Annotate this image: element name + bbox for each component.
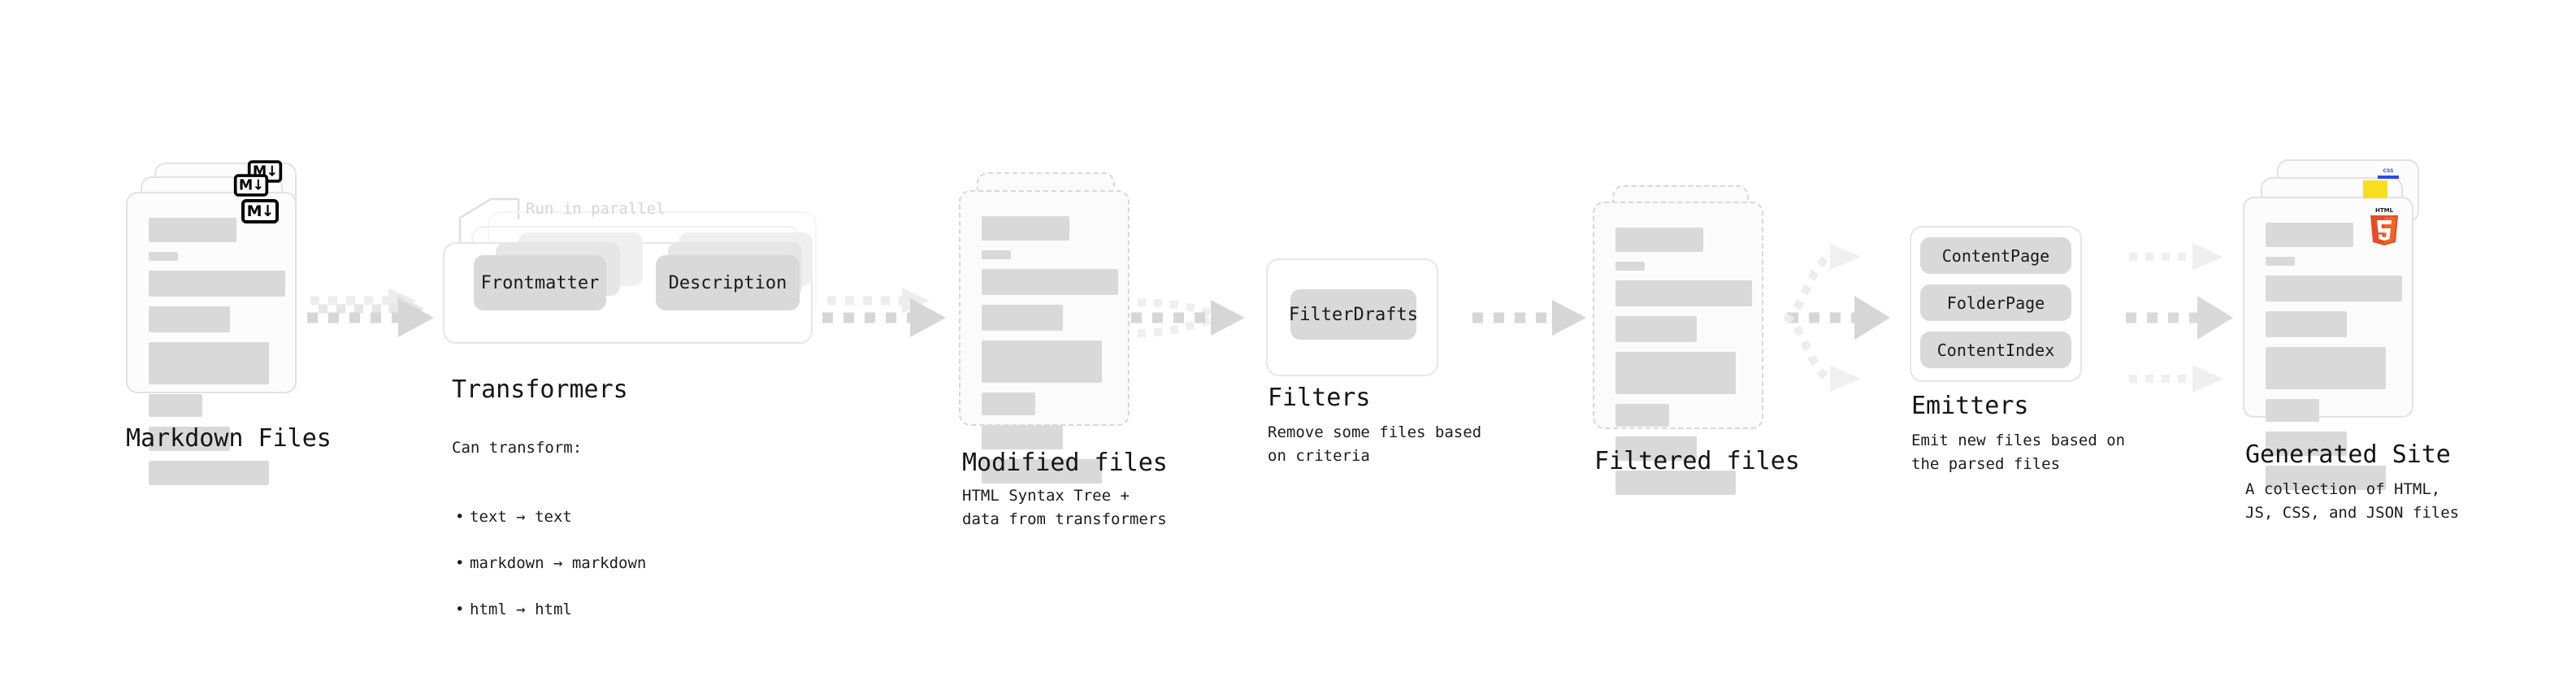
js-icon [2363, 180, 2387, 198]
transformers-caption-item: markdown → markdown [455, 552, 646, 575]
stage-title-filters: Filters [1268, 384, 1371, 412]
css-icon-bar [2378, 176, 2399, 179]
emitter-chip-contentindex[interactable]: ContentIndex [1920, 332, 2071, 368]
markdown-icon: M↓ [241, 199, 279, 223]
html5-icon-svg: HTML [2370, 207, 2398, 245]
stage-title-generated-site: Generated Site [2245, 440, 2451, 469]
connector-filtered-to-emitters [1783, 244, 1890, 392]
markdown-files-sheet-front [126, 192, 297, 485]
emitter-chip-contentpage[interactable]: ContentPage [1920, 237, 2071, 274]
modified-files-sheet-front [959, 190, 1130, 484]
connector-modified-to-filters [1131, 298, 1245, 337]
css-icon-label: CSS [2383, 168, 2394, 174]
stage-title-markdown-files: Markdown Files [126, 424, 332, 453]
filtered-files-sheet-front [1593, 202, 1763, 495]
modified-files-skeleton [982, 216, 1118, 493]
filter-chip-filterdrafts[interactable]: FilterDrafts [1289, 289, 1418, 340]
stage-title-modified-files: Modified files [962, 449, 1168, 477]
markdown-icon: M↓ [247, 160, 283, 183]
stage-title-filtered-files: Filtered files [1594, 447, 1800, 475]
transformer-chip-frontmatter[interactable]: Frontmatter [474, 255, 606, 310]
connector-emitters-to-site [2126, 243, 2233, 393]
transformers-caption-lead: Can transform: [452, 438, 583, 457]
transformers-caption-list: text → text markdown → markdown html → h… [452, 483, 646, 645]
emitters-caption: Emit new files based on the parsed files [1911, 432, 2126, 473]
markdown-icon: M↓ [233, 174, 269, 197]
filtered-files-skeleton [1615, 228, 1752, 505]
transformer-chip-description[interactable]: Description [656, 255, 800, 310]
connector-md-to-transformers [307, 288, 434, 337]
transformers-caption: Can transform: text → text markdown → ma… [452, 413, 646, 668]
markdown-files-skeleton [149, 218, 285, 495]
stage-title-transformers: Transformers [452, 375, 628, 404]
transformers-caption-item: html → html [455, 598, 646, 622]
connector-transformers-to-modified [822, 288, 946, 337]
emitter-chip-folderpage[interactable]: FolderPage [1920, 284, 2071, 321]
transformers-caption-item: text → text [455, 505, 646, 529]
filters-caption: Remove some files based on criteria [1268, 423, 1482, 465]
stage-title-emitters: Emitters [1911, 392, 2029, 420]
modified-files-caption: HTML Syntax Tree + data from transformer… [962, 487, 1167, 528]
markdown-icon-label: M↓ [246, 202, 275, 220]
html5-icon: HTML [2366, 205, 2402, 247]
generated-site-skeleton [2266, 223, 2402, 500]
connector-filters-to-filtered [1472, 300, 1586, 336]
run-in-parallel-label: Run in parallel [526, 200, 666, 218]
css-icon: CSS [2378, 163, 2399, 179]
svg-text:HTML: HTML [2375, 207, 2394, 214]
markdown-icon-label: M↓ [238, 176, 264, 193]
generated-site-caption: A collection of HTML, JS, CSS, and JSON … [2245, 480, 2460, 522]
